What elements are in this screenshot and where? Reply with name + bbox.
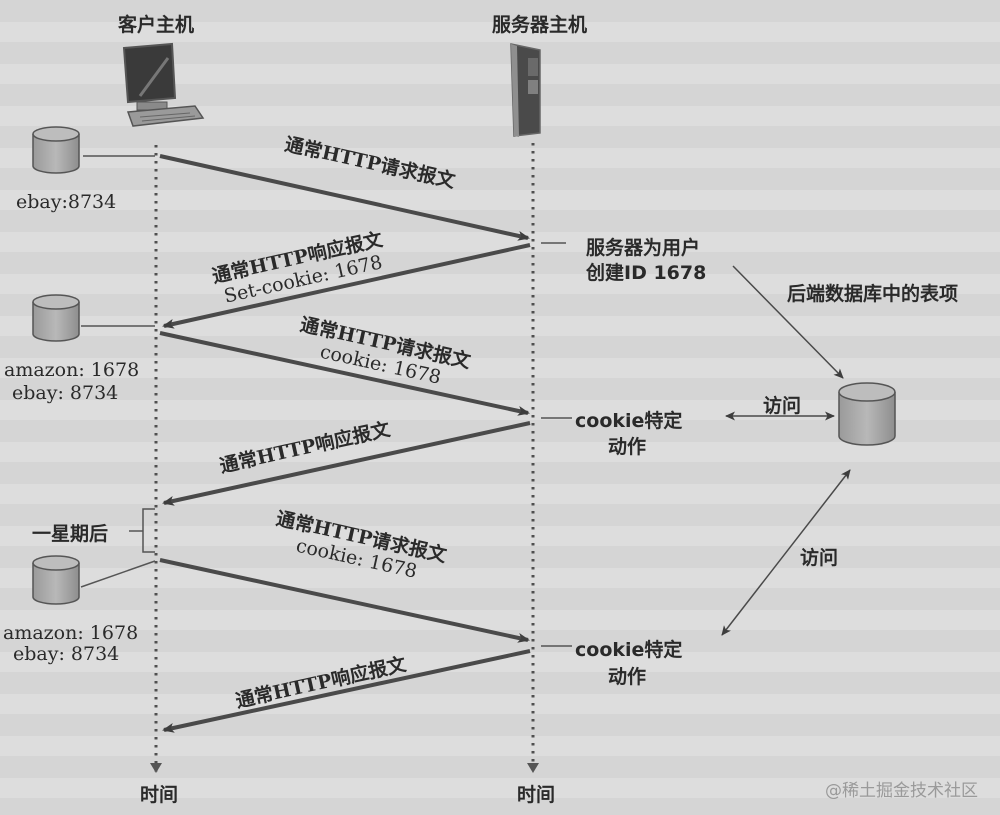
msg-arrow-5 bbox=[159, 558, 530, 643]
cookie-file-2-label-line1: amazon: 1678 bbox=[4, 359, 140, 381]
backend-database-icon bbox=[838, 382, 896, 446]
cookie-action-2-line2: 动作 bbox=[608, 666, 647, 688]
access-label-1: 访问 bbox=[763, 395, 802, 417]
msg-arrow-1 bbox=[159, 154, 530, 241]
one-week-later-label: 一星期后 bbox=[32, 523, 109, 545]
server-time-label: 时间 bbox=[517, 784, 556, 806]
msg-arrow-4 bbox=[162, 421, 531, 506]
cookie-file-2-icon bbox=[32, 294, 80, 342]
cookie-action-2-line1: cookie特定 bbox=[575, 639, 683, 661]
cookie-action-1-line2: 动作 bbox=[608, 436, 647, 458]
server-tower-icon bbox=[510, 43, 541, 137]
cookie-file-3-icon bbox=[32, 555, 80, 605]
msg-arrow-2 bbox=[162, 243, 531, 329]
cookie-file-1-label: ebay:8734 bbox=[16, 191, 117, 213]
client-host-label: 客户主机 bbox=[118, 14, 195, 36]
cookie-file-3-label-line2: ebay: 8734 bbox=[13, 643, 120, 665]
cookie-file-2-label-line2: ebay: 8734 bbox=[12, 382, 119, 404]
cookie-action-1-line1: cookie特定 bbox=[575, 410, 683, 432]
one-week-bracket bbox=[142, 508, 155, 553]
cookie-file-1-icon bbox=[32, 126, 80, 174]
client-time-label: 时间 bbox=[140, 784, 179, 806]
create-id-note-line1: 服务器为用户 bbox=[586, 237, 701, 259]
msg-arrow-6 bbox=[162, 649, 531, 733]
msg-arrow-3 bbox=[159, 331, 530, 416]
access-label-2: 访问 bbox=[800, 547, 839, 569]
desktop-computer-icon bbox=[122, 42, 205, 127]
watermark: @稀土掘金技术社区 bbox=[825, 781, 978, 801]
create-id-note-line2: 创建ID 1678 bbox=[586, 262, 707, 284]
backend-entry-arrow bbox=[732, 265, 844, 379]
cookie-file-3-label-line1: amazon: 1678 bbox=[3, 622, 139, 644]
server-host-label: 服务器主机 bbox=[492, 14, 588, 36]
access-arrow-2 bbox=[721, 469, 851, 636]
backend-entry-label: 后端数据库中的表项 bbox=[787, 283, 959, 305]
